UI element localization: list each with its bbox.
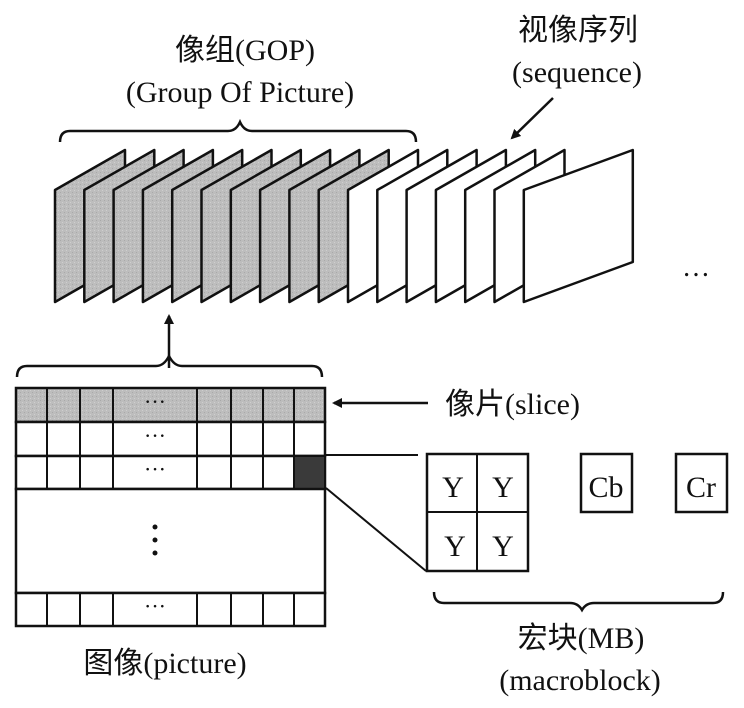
slice-label: 像片(slice)	[445, 388, 580, 421]
selected-macroblock	[293, 455, 326, 490]
sequence-label-en: (sequence)	[512, 56, 642, 89]
macroblock-label-cn: 宏块(MB)	[518, 622, 645, 655]
sequence-label-cn: 视像序列	[518, 14, 638, 47]
frame-stack	[53, 148, 635, 304]
row-dots: ···	[144, 594, 166, 619]
chroma-block-cr: Cr	[674, 452, 729, 514]
chroma-block-cb: Cb	[579, 452, 634, 514]
column-dot	[152, 524, 158, 530]
rows-ellipsis-region	[14, 487, 327, 595]
row-dots: ···	[144, 389, 166, 414]
picture-label: 图像(picture)	[83, 647, 246, 680]
row-dots: ···	[144, 457, 166, 482]
luma-block-y2: Y	[492, 471, 514, 504]
gop-label-en: (Group Of Picture)	[126, 76, 354, 109]
row-dots: ···	[144, 423, 166, 448]
chroma-cb-label: Cb	[588, 471, 623, 504]
sequence-ellipsis: …	[682, 252, 710, 283]
picture-grid: ··· ··· ··· ···	[14, 386, 327, 628]
mb-row: ···	[14, 591, 327, 628]
sequence-frame	[522, 148, 635, 304]
chroma-cr-label: Cr	[686, 471, 716, 504]
gop-brace	[58, 118, 418, 143]
sequence-arrow	[510, 97, 554, 140]
mb-row: ···	[14, 420, 327, 458]
macroblock-luma: Y Y Y Y	[425, 452, 530, 573]
column-dot	[152, 537, 158, 543]
column-dot	[152, 550, 158, 556]
luma-block-y1: Y	[442, 471, 464, 504]
mb-row: ···	[14, 454, 327, 491]
macroblock-brace	[432, 591, 725, 613]
mb-zoom-line-bottom	[325, 487, 427, 572]
gop-label-cn: 像组(GOP)	[175, 34, 315, 67]
luma-block-y4: Y	[492, 530, 514, 563]
luma-block-y3: Y	[444, 530, 466, 563]
slice-row: ···	[14, 386, 327, 424]
macroblock-label-en: (macroblock)	[499, 664, 661, 697]
picture-brace	[15, 353, 324, 378]
